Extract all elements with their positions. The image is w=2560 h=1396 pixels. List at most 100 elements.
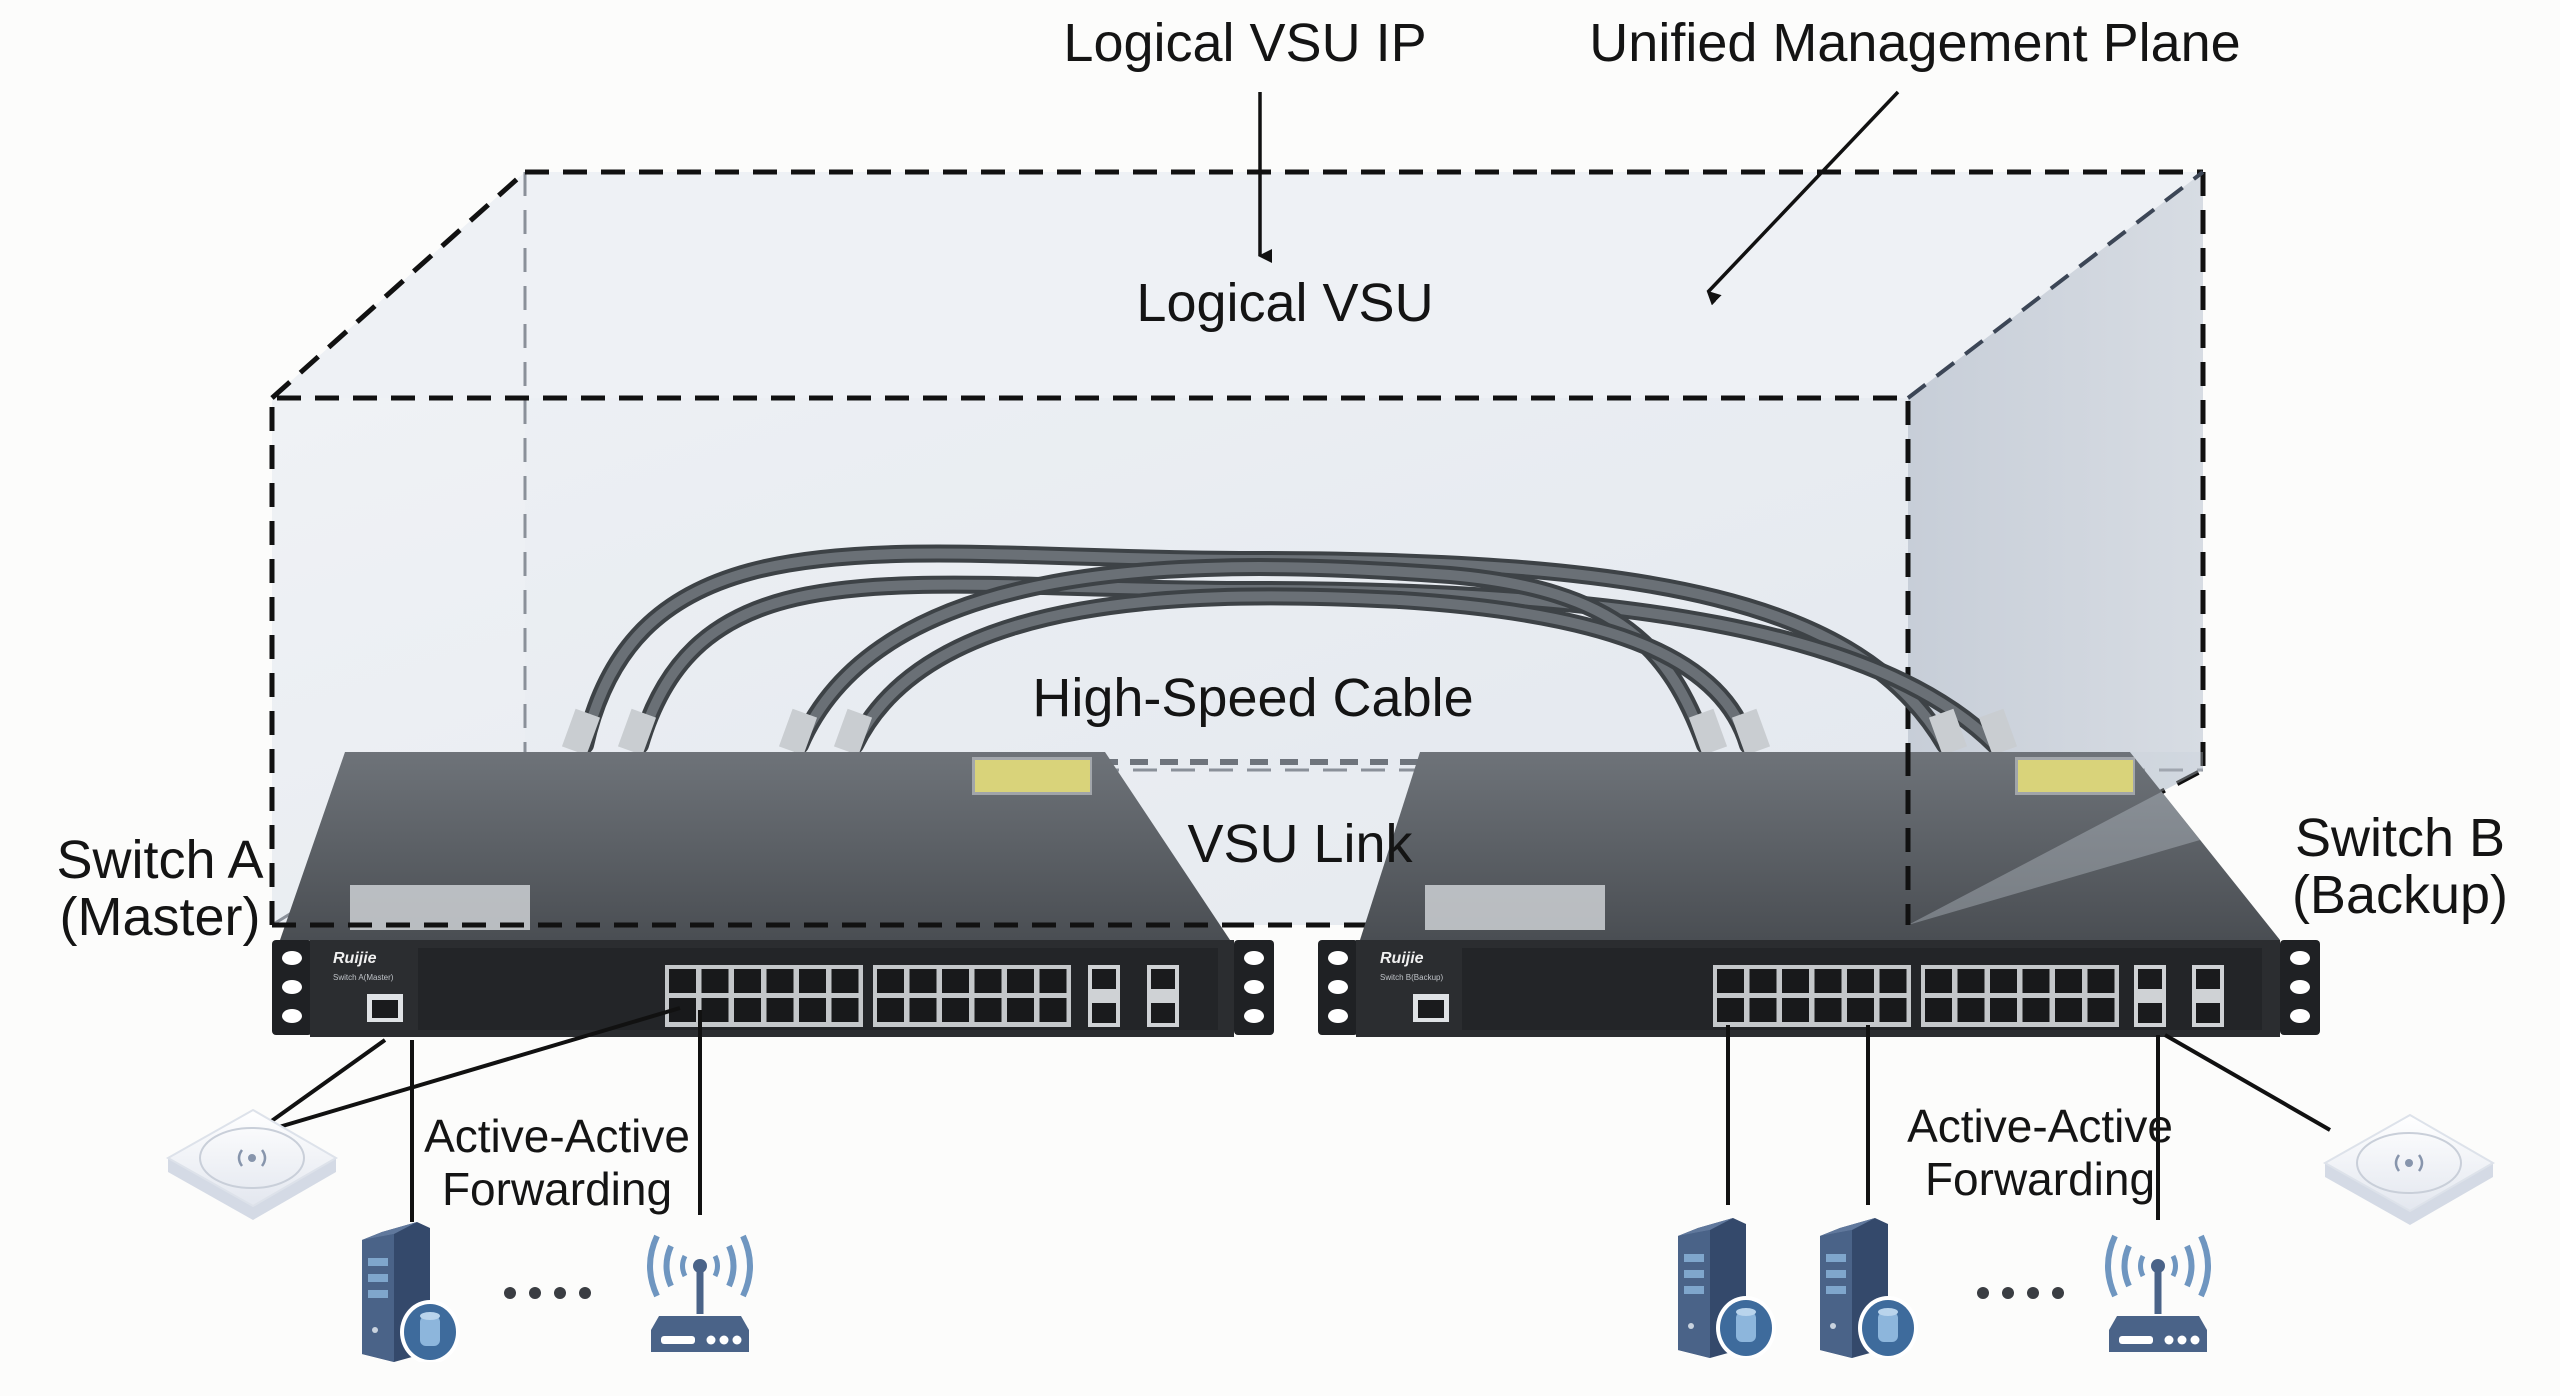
forwarding-left-line1: Active-Active	[424, 1110, 690, 1162]
logical-vsu-box	[269, 169, 2206, 928]
connector	[778, 708, 818, 756]
rj45-port[interactable]	[669, 969, 696, 993]
rj45-port[interactable]	[1925, 998, 1952, 1022]
switch-a[interactable]: Ruijie Switch A(Master)	[272, 752, 1274, 1037]
mount-hole	[1244, 980, 1264, 994]
logical-vsu-ip-label: Logical VSU IP	[1063, 13, 1427, 73]
ap-ring	[199, 1127, 305, 1189]
switch-b-panel-text: Switch B(Backup)	[1380, 973, 1443, 982]
rj45-port[interactable]	[1039, 969, 1067, 993]
rj45-port[interactable]	[2022, 969, 2050, 993]
rj45-port[interactable]	[1847, 969, 1874, 993]
rj45-port[interactable]	[2022, 998, 2050, 1022]
rj45-port[interactable]	[766, 998, 794, 1022]
box-top-face	[272, 172, 2203, 398]
rj45-port[interactable]	[799, 998, 826, 1022]
rj45-port[interactable]	[2087, 998, 2115, 1022]
switch-b-warning-label	[2018, 760, 2133, 792]
rj45-port[interactable]	[766, 969, 794, 993]
rj45-port[interactable]	[942, 969, 969, 993]
rj45-port[interactable]	[1039, 998, 1067, 1022]
switch-a-role: (Master)	[59, 886, 261, 947]
connector	[1731, 708, 1771, 756]
left-connections	[250, 1006, 702, 1222]
rj45-port[interactable]	[2055, 969, 2082, 993]
rj45-port[interactable]	[1879, 969, 1907, 993]
rj45-port[interactable]	[1847, 998, 1874, 1022]
rj45-port[interactable]	[909, 998, 937, 1022]
rj45-port[interactable]	[1925, 969, 1952, 993]
unified-management-plane-label: Unified Management Plane	[1589, 13, 2241, 73]
mount-hole	[1328, 1009, 1348, 1023]
ap-link	[250, 1038, 387, 1137]
switch-b-role: (Backup)	[2291, 864, 2509, 925]
switch-b-label: Switch B (Backup)	[2292, 810, 2508, 923]
rj45-port[interactable]	[1007, 998, 1034, 1022]
wifi-icon	[248, 1154, 256, 1162]
port-block	[1713, 965, 1911, 1027]
mount-hole	[1328, 951, 1348, 965]
rj45-port[interactable]	[831, 969, 859, 993]
logical-vsu-label: Logical VSU	[1136, 273, 1434, 333]
rj45-port[interactable]	[877, 969, 904, 993]
high-speed-cable-label: High-Speed Cable	[1032, 668, 1474, 728]
rj45-port[interactable]	[909, 969, 937, 993]
rj45-port[interactable]	[1957, 969, 1985, 993]
rj45-port[interactable]	[831, 998, 859, 1022]
rj45-port[interactable]	[701, 969, 729, 993]
switch-a-label: Switch A (Master)	[56, 832, 263, 945]
rj45-port[interactable]	[1749, 969, 1777, 993]
connector	[1978, 708, 2018, 756]
rj45-port[interactable]	[942, 998, 969, 1022]
rj45-port[interactable]	[1782, 969, 1809, 993]
sfp-cage	[2196, 969, 2220, 989]
rj45-port[interactable]	[1717, 998, 1744, 1022]
box-front-edges	[269, 395, 1911, 928]
rj45-port[interactable]	[734, 998, 761, 1022]
rj45-port[interactable]	[1957, 998, 1985, 1022]
rj45-port[interactable]	[974, 998, 1002, 1022]
rj45-port[interactable]	[2055, 998, 2082, 1022]
sfp-cage	[1092, 969, 1116, 989]
switch-b[interactable]: Ruijie Switch B(Backup)	[1318, 752, 2320, 1037]
access-point-icon-right[interactable]	[2322, 1113, 2495, 1225]
wireless-router-icon[interactable]	[2108, 1236, 2208, 1352]
rj45-port[interactable]	[2087, 969, 2115, 993]
rj45-port[interactable]	[734, 969, 761, 993]
mount-hole	[1244, 1009, 1264, 1023]
server-icon[interactable]	[1820, 1218, 1918, 1360]
switch-a-name: Switch A	[56, 830, 264, 890]
box-edge	[1906, 170, 2205, 400]
wifi-waves	[2394, 1154, 2424, 1172]
sfp-cage	[2138, 1003, 2162, 1023]
cable-highlight	[850, 591, 1753, 750]
forwarding-right-line2: Forwarding	[1924, 1152, 2156, 1205]
mount-hole	[282, 1009, 302, 1023]
right-connections	[1726, 1025, 2331, 1220]
rj45-port[interactable]	[1749, 998, 1777, 1022]
server-icon[interactable]	[362, 1222, 460, 1364]
rj45-port[interactable]	[1007, 969, 1034, 993]
switch-b-rj45-ports[interactable]	[1713, 965, 2119, 1027]
sfp-cage	[1151, 969, 1175, 989]
rj45-port[interactable]	[1990, 969, 2017, 993]
rj45-port[interactable]	[701, 998, 729, 1022]
server-icon[interactable]	[1678, 1218, 1776, 1360]
rj45-port[interactable]	[877, 998, 904, 1022]
rj45-port[interactable]	[1814, 998, 1842, 1022]
rj45-port[interactable]	[1717, 969, 1744, 993]
connector	[833, 708, 873, 756]
rj45-port[interactable]	[1990, 998, 2017, 1022]
rj45-port[interactable]	[1782, 998, 1809, 1022]
ellipsis-icon-right	[1977, 1287, 2064, 1299]
rj45-port[interactable]	[1879, 998, 1907, 1022]
access-point-icon-left[interactable]	[165, 1108, 338, 1220]
port-block	[873, 965, 1071, 1027]
rj45-port[interactable]	[974, 969, 1002, 993]
rj45-port[interactable]	[799, 969, 826, 993]
wireless-router-icon[interactable]	[650, 1236, 750, 1352]
forwarding-right-line1: Active-Active	[1907, 1100, 2173, 1152]
ellipsis-icon-left	[504, 1287, 591, 1299]
wifi-icon	[2405, 1159, 2413, 1167]
rj45-port[interactable]	[1814, 969, 1842, 993]
